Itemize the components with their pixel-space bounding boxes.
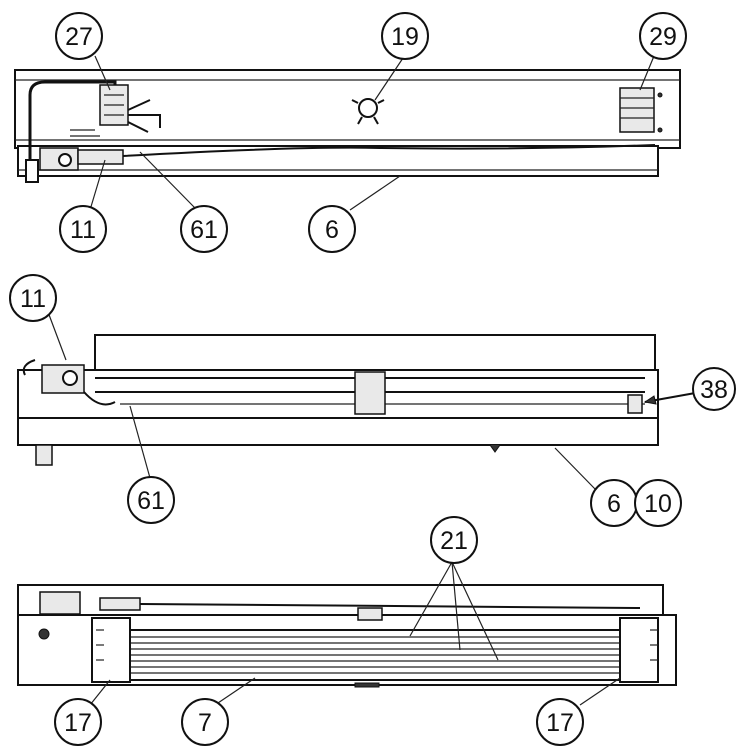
callout-bubble — [430, 516, 478, 564]
callout-label: 38 — [700, 376, 728, 404]
top-view-assembly — [14, 55, 681, 211]
bottom-gas-tube — [139, 603, 641, 609]
middle-lower-channel — [17, 417, 659, 446]
middle-view-assembly — [17, 311, 713, 491]
callout-bubble — [308, 205, 356, 253]
middle-center-bracket — [354, 371, 386, 415]
callout-19: 19 — [381, 12, 429, 60]
callout-bubble — [381, 12, 429, 60]
callout-bubble — [634, 479, 682, 527]
callout-27: 27 — [55, 12, 103, 60]
callout-label: 11 — [20, 285, 46, 313]
callout-bubble — [639, 12, 687, 60]
callout-label: 17 — [64, 709, 92, 737]
callout-label: 61 — [137, 487, 165, 515]
callout-17-left: 17 — [54, 698, 102, 746]
callout-11-middle: 11 — [9, 274, 57, 322]
bottom-left-bracket — [91, 617, 131, 683]
callout-17-right: 17 — [536, 698, 584, 746]
callout-label: 11 — [70, 216, 96, 244]
top-wiring-loop — [28, 80, 117, 160]
callout-bubble — [127, 476, 175, 524]
callout-label: 17 — [546, 709, 574, 737]
callout-label: 6 — [607, 490, 621, 518]
callout-label: 27 — [65, 23, 93, 51]
terminal-block-right — [619, 87, 655, 133]
top-gas-tube — [122, 144, 656, 157]
callout-label: 61 — [190, 216, 218, 244]
callout-label: 21 — [440, 527, 468, 555]
callout-label: 7 — [198, 709, 212, 737]
bottom-right-bracket — [619, 617, 659, 683]
callout-10: 10 — [634, 479, 682, 527]
callout-bubble — [54, 698, 102, 746]
callout-label: 10 — [644, 490, 672, 518]
middle-end-fitting — [627, 394, 643, 414]
bottom-view-assembly — [17, 561, 677, 706]
callout-61-top: 61 — [180, 205, 228, 253]
middle-back-panel — [94, 334, 656, 371]
middle-inlet-fitting — [35, 444, 53, 466]
bottom-valve — [39, 591, 81, 615]
bottom-fitting — [99, 597, 141, 611]
callout-29: 29 — [639, 12, 687, 60]
callout-label: 19 — [391, 23, 419, 51]
callout-label: 29 — [649, 23, 677, 51]
callout-bubble — [181, 698, 229, 746]
callout-bubble — [536, 698, 584, 746]
callout-bubble — [9, 274, 57, 322]
top-lower-channel — [17, 145, 659, 177]
callout-61-middle: 61 — [127, 476, 175, 524]
bottom-center-bracket — [357, 607, 383, 621]
callout-bubble — [692, 367, 736, 411]
callout-bubble — [55, 12, 103, 60]
callout-6-middle: 6 — [590, 479, 638, 527]
callout-11-top: 11 — [59, 205, 107, 253]
callout-38: 38 — [692, 367, 736, 411]
callout-6-top: 6 — [308, 205, 356, 253]
callout-bubble — [59, 205, 107, 253]
callout-label: 6 — [325, 216, 339, 244]
top-fitting — [77, 149, 124, 165]
callout-7: 7 — [181, 698, 229, 746]
callout-bubble — [180, 205, 228, 253]
top-component-19 — [358, 98, 378, 118]
callout-21: 21 — [430, 516, 478, 564]
